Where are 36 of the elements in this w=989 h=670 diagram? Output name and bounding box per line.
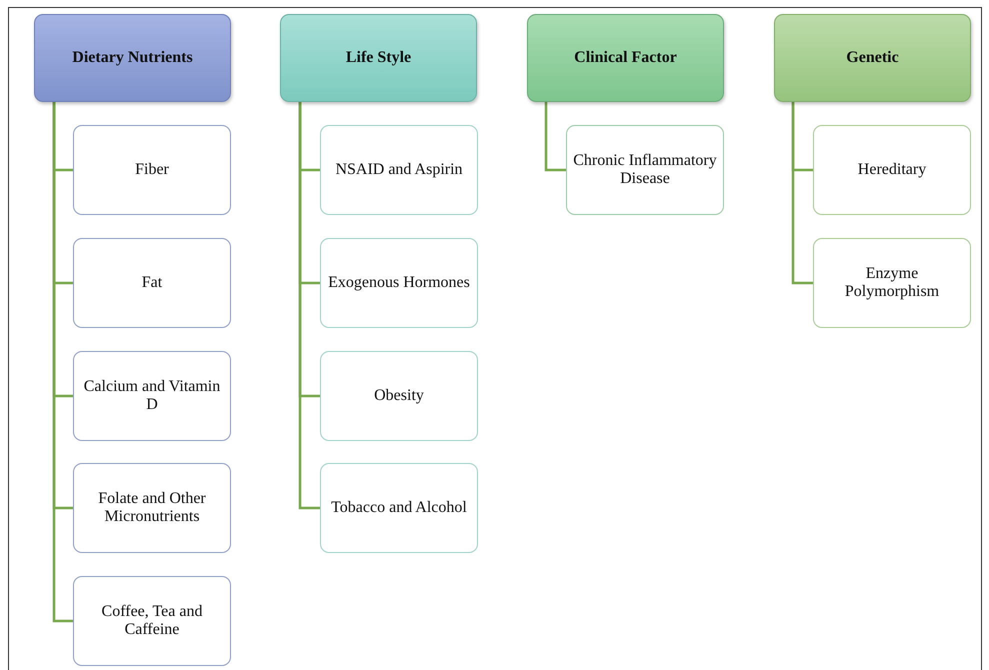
factor-label: Fat bbox=[142, 274, 162, 292]
category-box bbox=[280, 14, 477, 102]
factor-box bbox=[813, 125, 971, 215]
factor-box bbox=[320, 463, 478, 553]
category-box bbox=[774, 14, 971, 102]
factor-box bbox=[73, 125, 231, 215]
factor-label: Chronic Inflammatory Disease bbox=[573, 152, 717, 188]
connector-line bbox=[52, 102, 73, 622]
factor-label: Tobacco and Alcohol bbox=[331, 498, 467, 518]
factor-box bbox=[566, 125, 724, 215]
category-box bbox=[34, 14, 231, 102]
factor-box bbox=[73, 351, 231, 441]
factor-label: Obesity bbox=[374, 386, 424, 406]
category-title: Clinical Factor bbox=[574, 49, 677, 67]
factor-label: NSAID and Aspirin bbox=[335, 160, 463, 180]
factor-box bbox=[320, 351, 478, 441]
factor-label: Calcium and Vitamin D bbox=[82, 378, 222, 414]
factor-box bbox=[73, 576, 231, 666]
factor-label: Folate and Other Micronutrients bbox=[97, 490, 207, 526]
factor-label: Coffee, Tea and Caffeine bbox=[100, 602, 204, 640]
connector-line bbox=[544, 102, 566, 172]
factor-box bbox=[73, 463, 231, 553]
factor-box bbox=[73, 238, 231, 328]
factor-box bbox=[320, 238, 478, 328]
category-box bbox=[527, 14, 724, 102]
factor-box bbox=[813, 238, 971, 328]
connector-line bbox=[298, 102, 320, 510]
factor-box bbox=[320, 125, 478, 215]
factor-label: Hereditary bbox=[858, 160, 926, 180]
factor-label: Fiber bbox=[135, 160, 169, 180]
category-title: Life Style bbox=[346, 49, 412, 67]
category-title: Genetic bbox=[846, 49, 899, 67]
connector-line bbox=[792, 102, 813, 284]
factor-label: Exogenous Hormones bbox=[328, 274, 470, 292]
factor-label: Enzyme Polymorphism bbox=[844, 264, 940, 302]
category-title: Dietary Nutrients bbox=[72, 49, 193, 67]
